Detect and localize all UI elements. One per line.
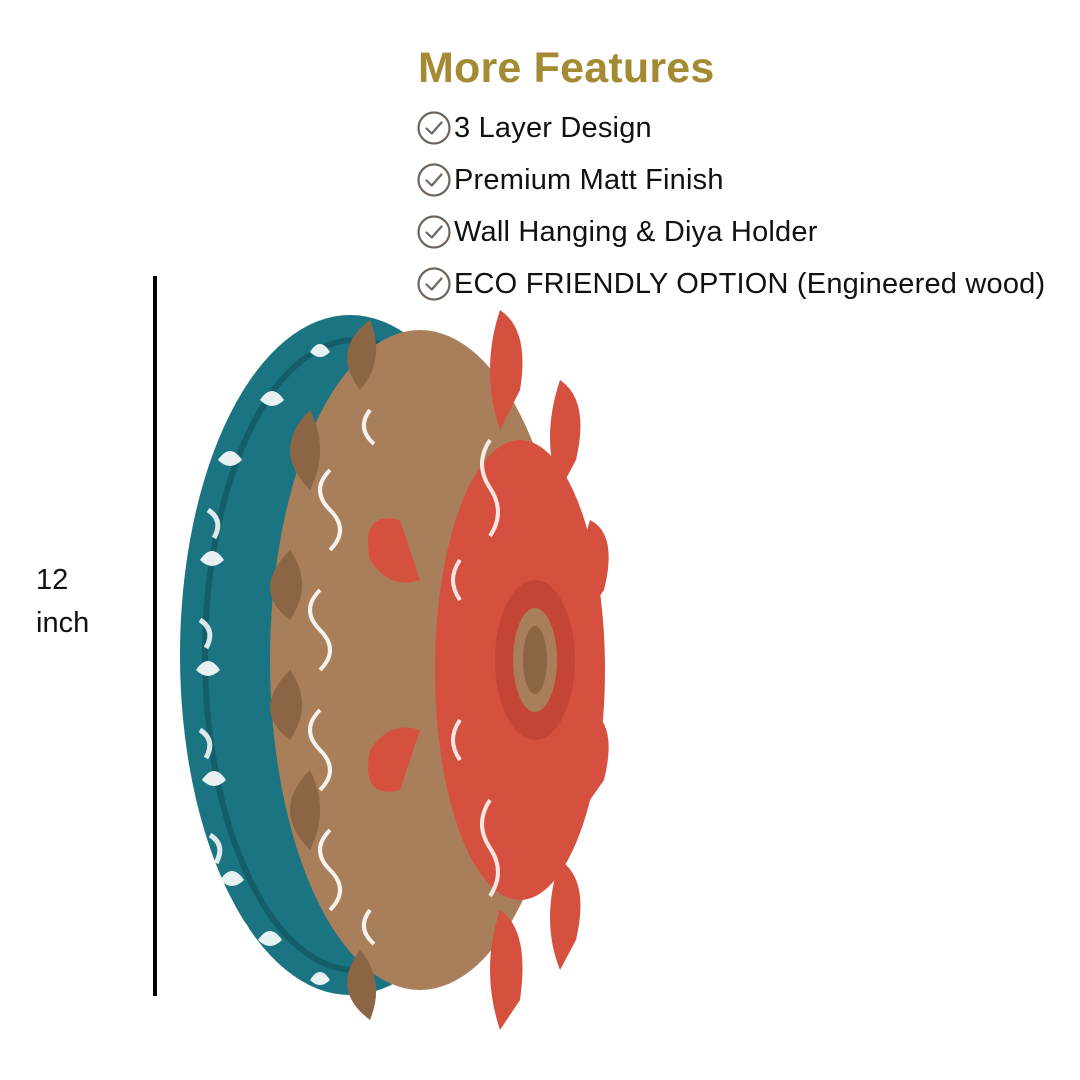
- check-circle-icon: [417, 163, 451, 197]
- feature-label: ECO FRIENDLY OPTION (Engineered wood): [454, 267, 1046, 300]
- dimension-unit: inch: [36, 607, 90, 639]
- dimension-value: 12: [36, 564, 69, 596]
- feature-label: 3 Layer Design: [454, 111, 652, 144]
- dimension-line: [153, 276, 157, 996]
- check-circle-icon: [417, 111, 451, 145]
- feature-label: Premium Matt Finish: [454, 163, 724, 196]
- feature-list: 3 Layer Design Premium Matt Finish Wall …: [416, 102, 1045, 310]
- check-circle-icon: [417, 267, 451, 301]
- feature-item: 3 Layer Design: [416, 102, 1045, 154]
- feature-label: Wall Hanging & Diya Holder: [454, 215, 818, 248]
- check-circle-icon: [417, 215, 451, 249]
- red-layer: [368, 310, 609, 1030]
- feature-item: Premium Matt Finish: [416, 154, 1045, 206]
- feature-item: ECO FRIENDLY OPTION (Engineered wood): [416, 258, 1045, 310]
- section-heading: More Features: [418, 44, 715, 92]
- mandala-product-image: [180, 310, 609, 1030]
- feature-item: Wall Hanging & Diya Holder: [416, 206, 1045, 258]
